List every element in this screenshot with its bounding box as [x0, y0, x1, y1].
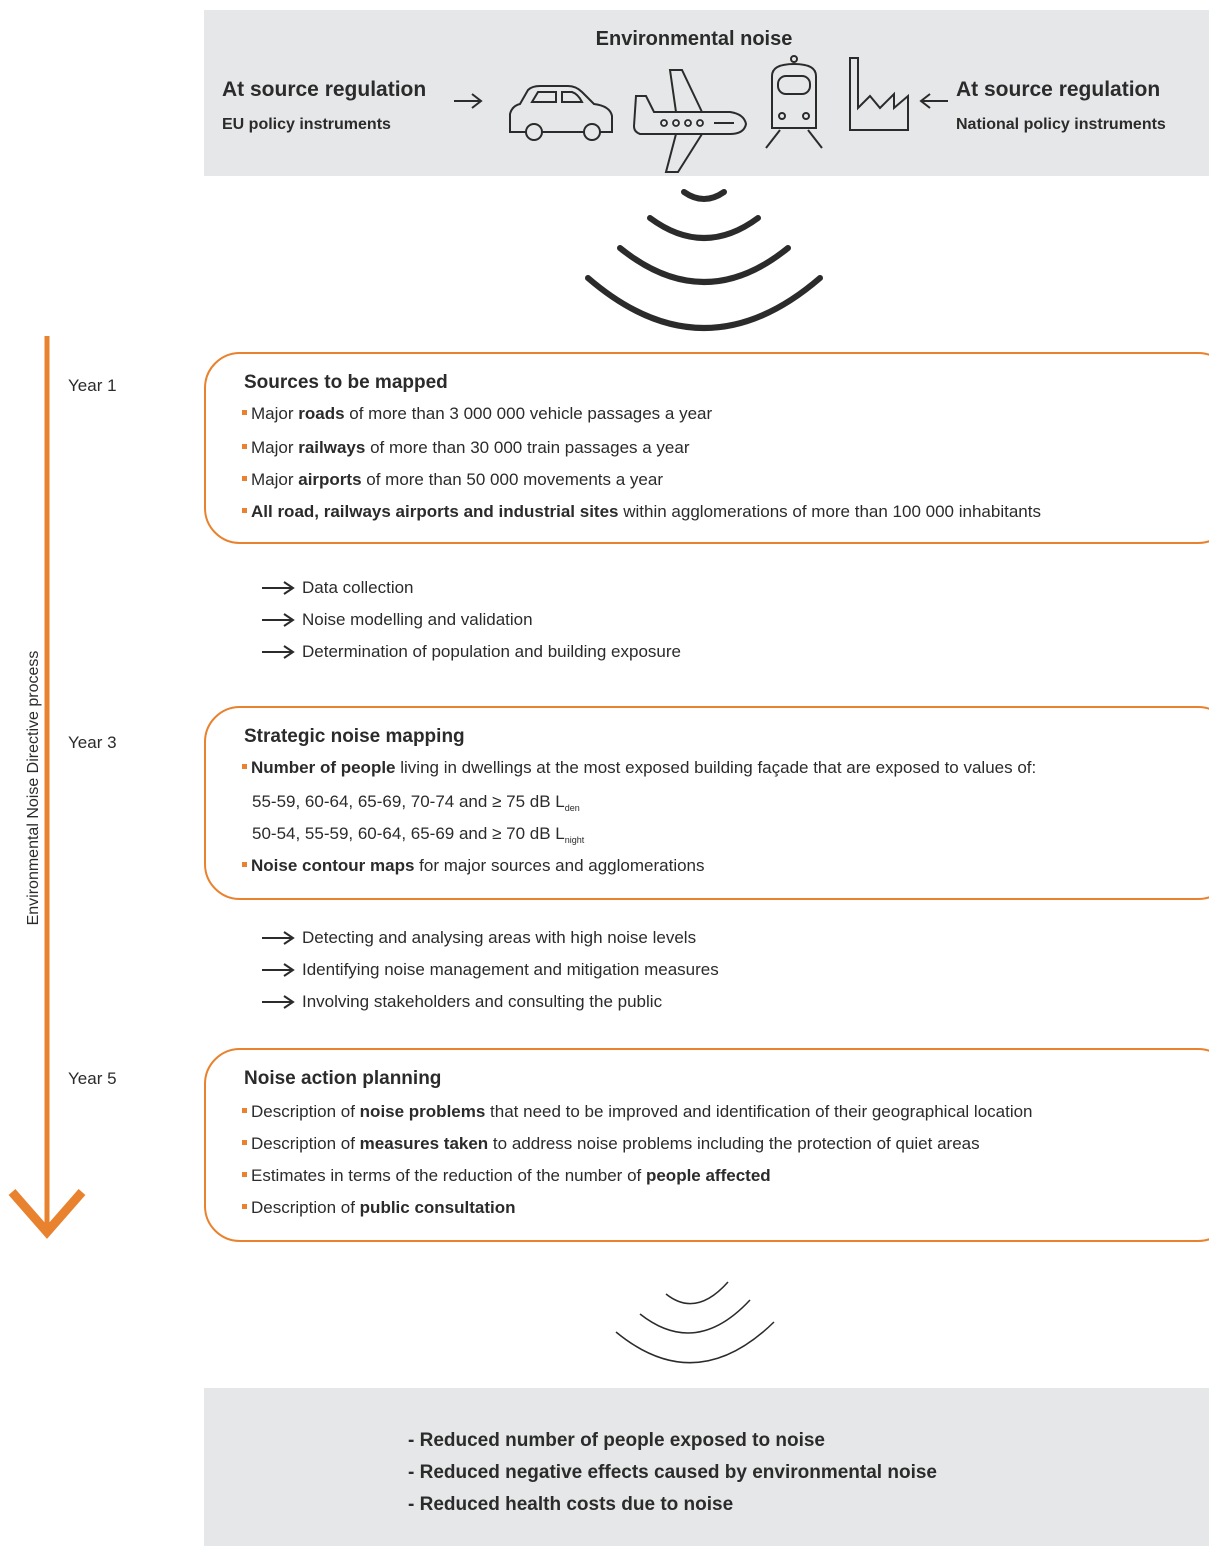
year-5-label: Year 5 — [68, 1069, 117, 1088]
process-step: Identifying noise management and mitigat… — [260, 960, 719, 980]
process-step: Determination of population and building… — [260, 642, 681, 662]
arrow-left-icon — [919, 93, 948, 109]
outcome-item: - Reduced health costs due to noise — [408, 1494, 734, 1515]
list-item: Number of people living in dwellings at … — [242, 758, 1036, 778]
year-1-label: Year 1 — [68, 376, 117, 395]
arrow-right-icon — [262, 931, 295, 945]
process-timeline-arrow — [8, 336, 86, 1239]
list-item: Major railways of more than 30 000 train… — [242, 438, 690, 458]
arrow-right-icon — [262, 995, 295, 1009]
year-3-label: Year 3 — [68, 733, 117, 752]
sound-waves-icon — [585, 189, 823, 331]
process-step: Detecting and analysing areas with high … — [260, 928, 696, 948]
list-item: Major roads of more than 3 000 000 vehic… — [242, 404, 712, 424]
process-step: Data collection — [260, 578, 414, 598]
arrow-right-icon — [262, 645, 295, 659]
list-item: Major airports of more than 50 000 movem… — [242, 470, 663, 490]
den-range-line: 55-59, 60-64, 65-69, 70-74 and ≥ 75 dB L… — [252, 792, 580, 813]
list-item: Estimates in terms of the reduction of t… — [242, 1166, 771, 1186]
stage-title: Sources to be mapped — [244, 372, 448, 393]
list-item: Description of noise problems that need … — [242, 1102, 1033, 1122]
train-icon — [765, 55, 823, 149]
stage-title: Strategic noise mapping — [244, 726, 465, 747]
list-item: All road, railways airports and industri… — [242, 502, 1041, 522]
eu-policy-label: EU policy instruments — [222, 116, 391, 133]
reduced-sound-waves-icon — [615, 1281, 775, 1364]
outcome-item: - Reduced number of people exposed to no… — [408, 1430, 825, 1451]
airplane-icon — [632, 69, 748, 173]
source-banner: Environmental noise At source regulation… — [204, 10, 1209, 176]
arrow-right-icon — [454, 93, 483, 109]
car-icon — [509, 85, 613, 141]
national-regulation-title: At source regulation — [956, 78, 1161, 101]
outcomes-banner: - Reduced number of people exposed to no… — [204, 1388, 1209, 1546]
stage-noise-action-planning: Noise action planning Description of noi… — [204, 1048, 1209, 1242]
stage-strategic-noise-mapping: Strategic noise mapping Number of people… — [204, 706, 1209, 900]
arrow-right-icon — [262, 581, 295, 595]
process-step: Involving stakeholders and consulting th… — [260, 992, 662, 1012]
stage-title: Noise action planning — [244, 1068, 442, 1089]
list-item: Description of public consultation — [242, 1198, 516, 1218]
night-range-line: 50-54, 55-59, 60-64, 65-69 and ≥ 70 dB L… — [252, 824, 585, 845]
process-label: Environmental Noise Directive process — [25, 650, 42, 926]
eu-regulation-title: At source regulation — [222, 78, 427, 101]
arrow-right-icon — [262, 963, 295, 977]
factory-icon — [849, 57, 909, 131]
process-step: Noise modelling and validation — [260, 610, 533, 630]
arrow-right-icon — [262, 613, 295, 627]
national-policy-label: National policy instruments — [956, 116, 1166, 133]
list-item: Noise contour maps for major sources and… — [242, 856, 705, 876]
banner-title: Environmental noise — [595, 28, 793, 50]
stage-sources-to-be-mapped: Sources to be mapped Major roads of more… — [204, 352, 1209, 544]
list-item: Description of measures taken to address… — [242, 1134, 980, 1154]
outcome-item: - Reduced negative effects caused by env… — [408, 1462, 937, 1483]
